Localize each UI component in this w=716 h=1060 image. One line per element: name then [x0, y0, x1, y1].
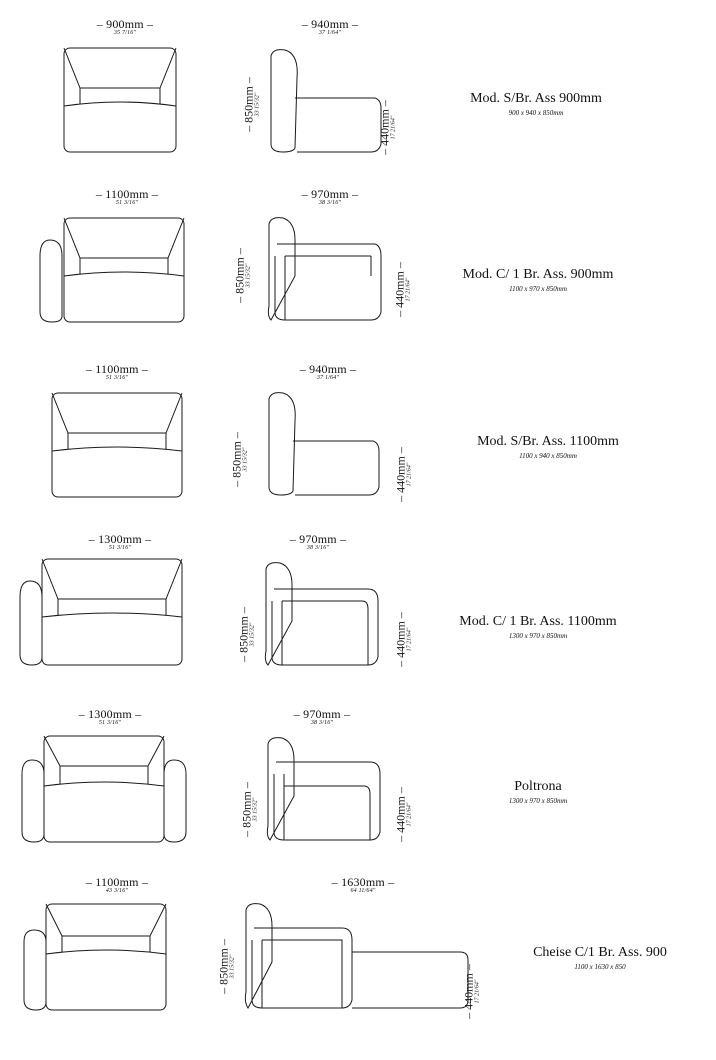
seat-height-dimension: – 440mm –17 21/64" [461, 964, 481, 1019]
top-width-dimension: – 1300mm –51 3/16" [88, 532, 152, 551]
top-view-drawing [63, 47, 177, 153]
top-width-dimension: – 1100mm –51 3/16" [95, 187, 159, 206]
side-width-dimension: – 940mm –37 1/64" [301, 17, 359, 36]
seat-height-dimension: – 440mm –17 21/64" [392, 262, 412, 317]
product-row-6: – 1100mm –43 3/16" – 1630mm –64 11/64" –… [0, 872, 716, 1048]
overall-height-dimension: – 850mm –33 15/32" [239, 782, 259, 837]
overall-height-dimension: – 850mm –33 15/32" [236, 607, 256, 662]
product-row-2: – 1100mm –51 3/16" – 970mm –38 3/16" – 8… [0, 180, 716, 356]
product-row-5: – 1300mm –51 3/16" – 970mm –38 3/16" – 8… [0, 700, 716, 876]
overall-height-dimension: – 850mm –33 15/32" [216, 939, 236, 994]
seat-height-dimension: – 440mm –17 21/64" [393, 612, 413, 667]
top-view-drawing [23, 903, 167, 1011]
side-view-drawing [267, 217, 382, 321]
top-view-drawing [19, 558, 183, 666]
side-view-drawing [266, 737, 381, 841]
side-view-drawing [268, 392, 380, 496]
top-width-dimension: – 1100mm –51 3/16" [85, 362, 149, 381]
side-width-dimension: – 970mm –38 3/16" [293, 707, 351, 726]
side-width-dimension: – 940mm –37 1/64" [299, 362, 357, 381]
product-row-1: – 900mm –35 7/16" – 940mm –37 1/64" – 85… [0, 10, 716, 186]
side-width-dimension: – 1630mm –64 11/64" [331, 875, 395, 894]
side-view-drawing [244, 903, 469, 1009]
top-view-drawing [51, 392, 183, 498]
top-width-dimension: – 1100mm –43 3/16" [85, 875, 149, 894]
side-view-drawing [270, 49, 382, 153]
overall-height-dimension: – 850mm –33 15/32" [229, 432, 249, 487]
top-view-drawing [39, 217, 185, 323]
top-width-dimension: – 900mm –35 7/16" [96, 17, 154, 36]
seat-height-dimension: – 440mm –17 21/64" [393, 787, 413, 842]
product-row-3: – 1100mm –51 3/16" – 940mm –37 1/64" – 8… [0, 355, 716, 531]
side-view-drawing [264, 562, 379, 666]
seat-height-dimension: – 440mm –17 21/64" [393, 447, 413, 502]
side-width-dimension: – 970mm –38 3/16" [289, 532, 347, 551]
overall-height-dimension: – 850mm –33 15/32" [232, 248, 252, 303]
top-view-drawing [21, 735, 187, 843]
product-row-4: – 1300mm –51 3/16" – 970mm –38 3/16" – 8… [0, 525, 716, 701]
seat-height-dimension: – 440mm –17 21/64" [377, 100, 397, 155]
top-width-dimension: – 1300mm –51 3/16" [78, 707, 142, 726]
overall-height-dimension: – 850mm –33 15/32" [241, 77, 261, 132]
side-width-dimension: – 970mm –38 3/16" [301, 187, 359, 206]
